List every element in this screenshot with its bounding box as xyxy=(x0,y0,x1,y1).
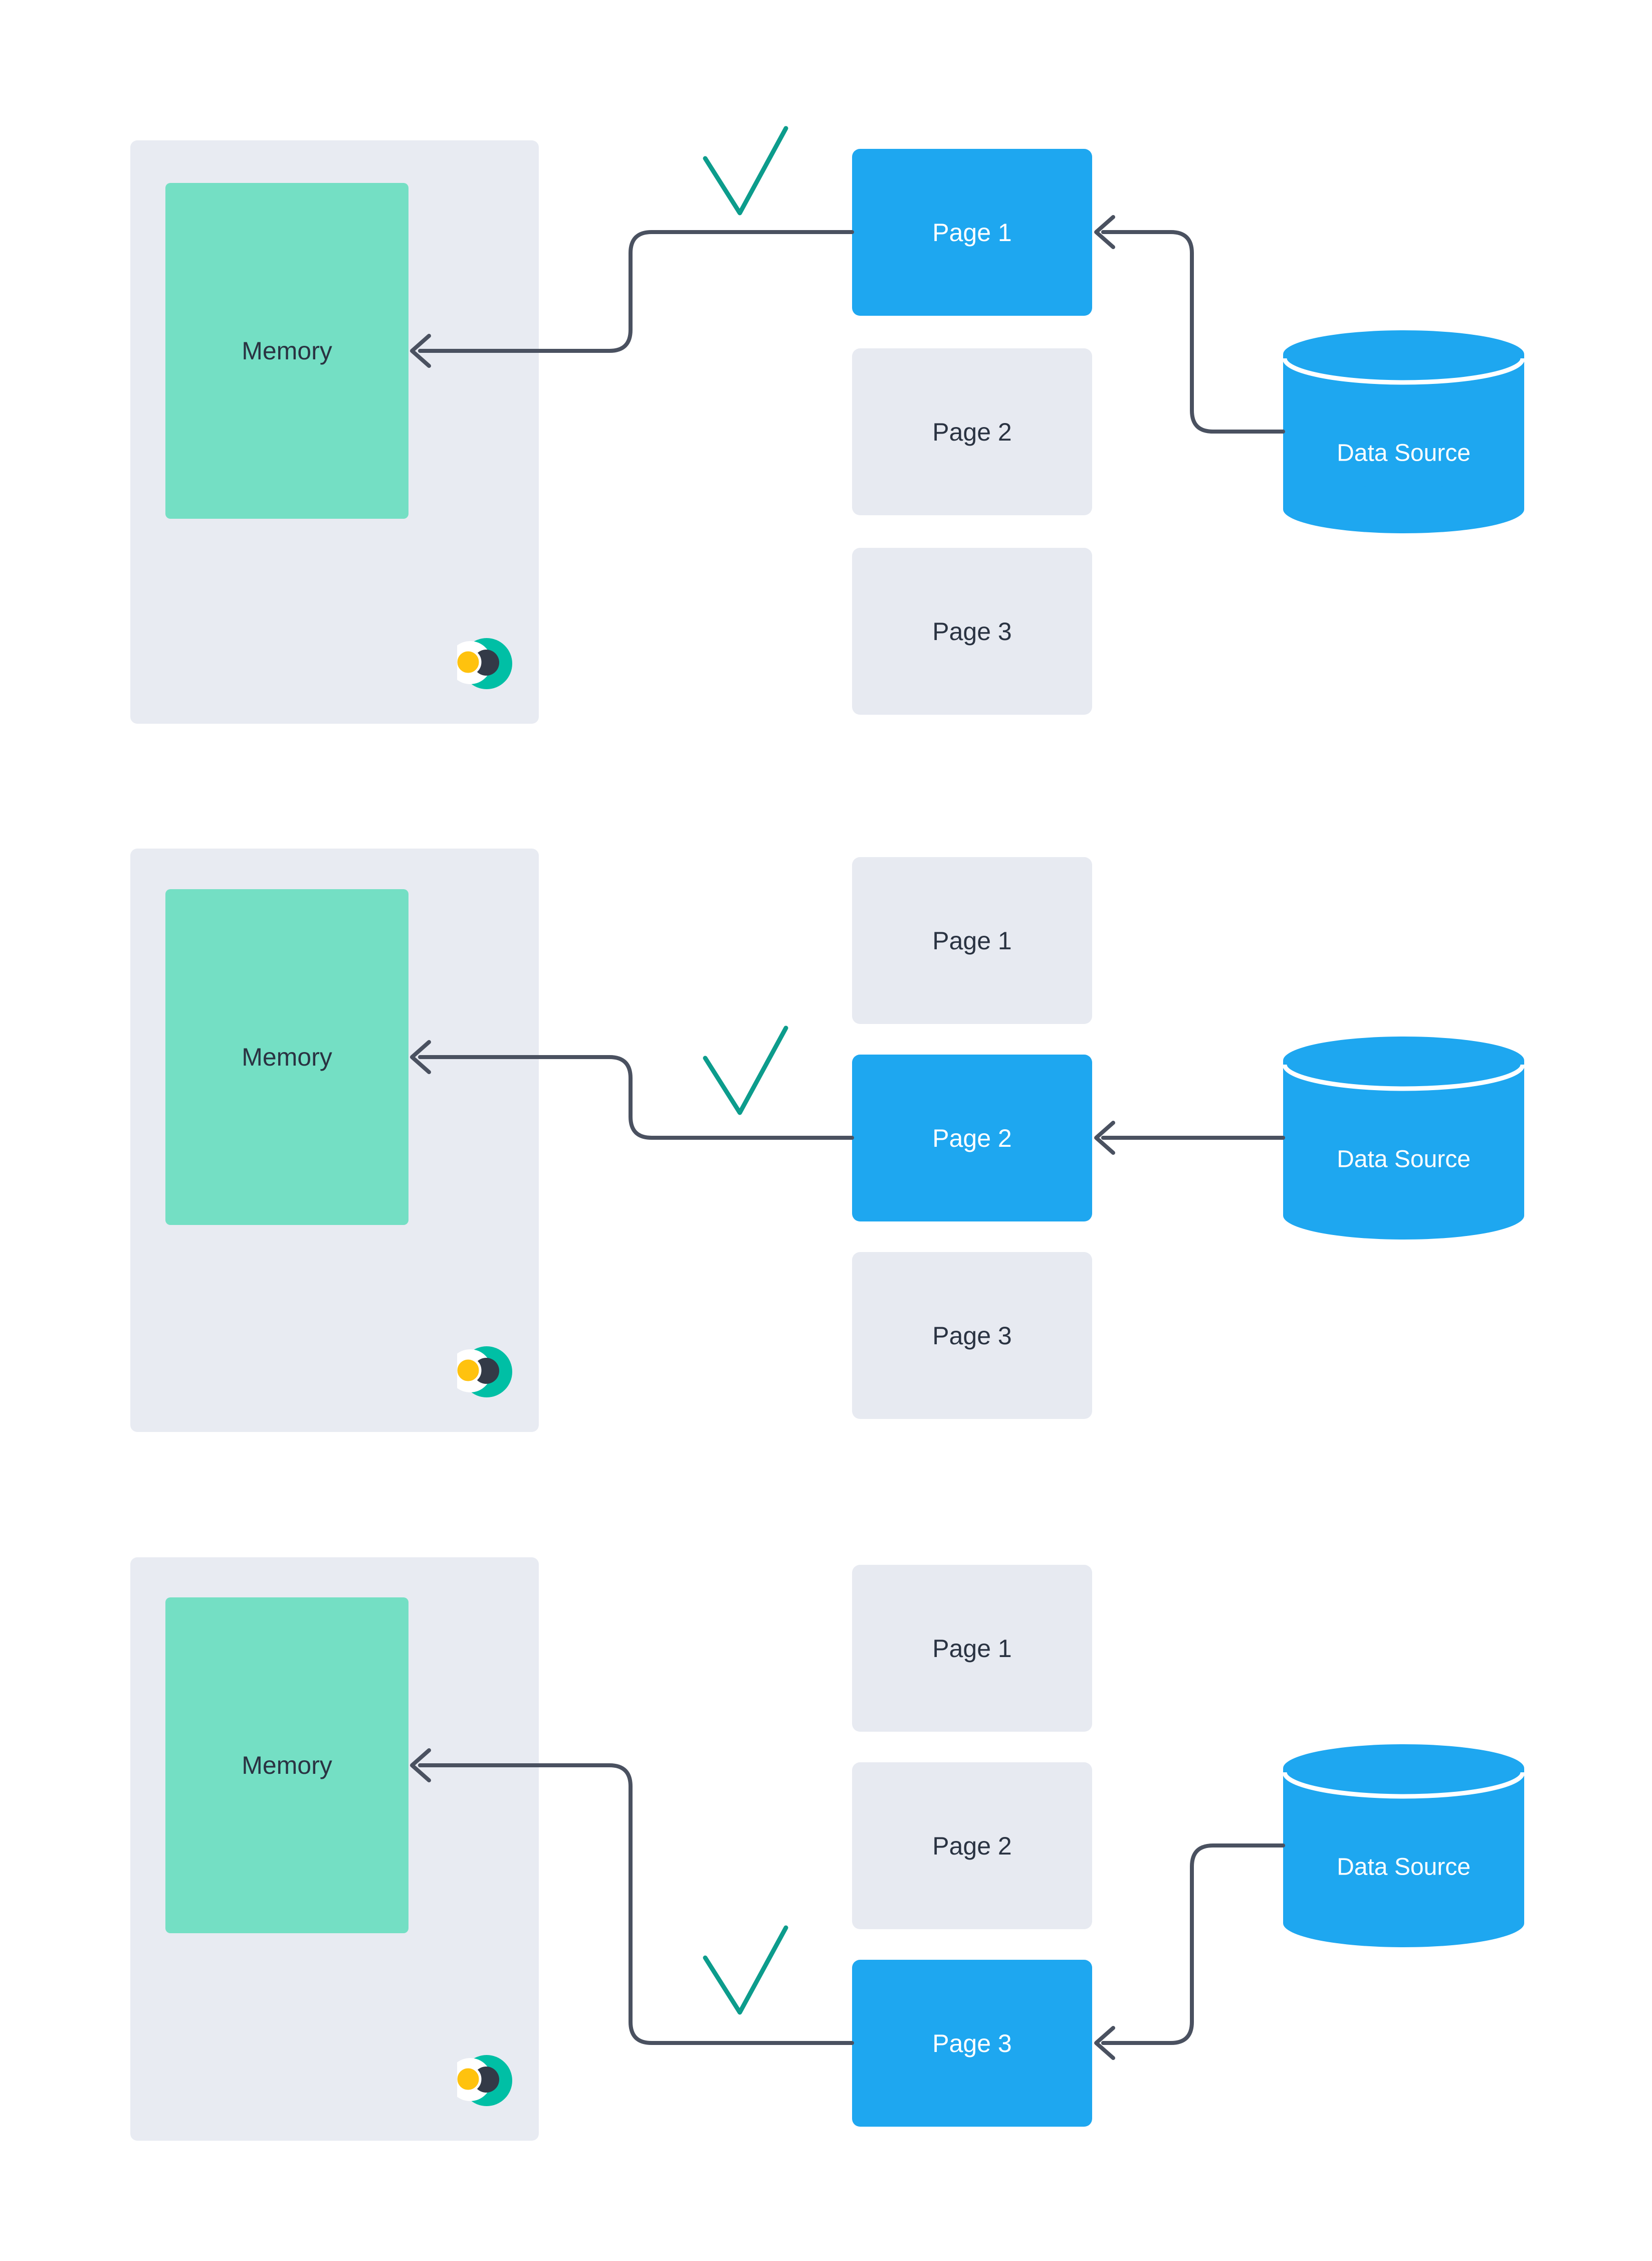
page-box-active: Page 2 xyxy=(852,1055,1092,1221)
page-box-active: Page 3 xyxy=(852,1960,1092,2127)
datasource-label: Data Source xyxy=(1337,1146,1471,1173)
memory-label: Memory xyxy=(242,1751,332,1779)
checkmark-icon xyxy=(703,1925,788,2015)
page-box: Page 2 xyxy=(852,348,1092,515)
arrow-datasource-to-page xyxy=(1101,1843,1285,2045)
database-icon xyxy=(1283,330,1524,533)
memory-label: Memory xyxy=(242,1043,332,1071)
datasource-cylinder: Data Source xyxy=(1283,330,1524,533)
arrowhead-icon xyxy=(1094,215,1115,249)
checkmark-icon xyxy=(703,126,788,216)
datasource-cylinder: Data Source xyxy=(1283,1037,1524,1240)
page-box: Page 1 xyxy=(852,1565,1092,1732)
memory-box: Memory xyxy=(165,1597,408,1933)
arrow-datasource-to-page xyxy=(1101,230,1285,434)
page-box-active: Page 1 xyxy=(852,149,1092,316)
page-label: Page 3 xyxy=(932,2029,1012,2058)
page-label: Page 1 xyxy=(932,926,1012,955)
page-box: Page 2 xyxy=(852,1762,1092,1929)
memory-box: Memory xyxy=(165,889,408,1225)
database-icon xyxy=(1283,1744,1524,1947)
page-box: Page 3 xyxy=(852,548,1092,715)
crescent-logo-icon xyxy=(457,2055,512,2106)
datasource-label: Data Source xyxy=(1337,440,1471,467)
arrowhead-icon xyxy=(1094,2026,1115,2060)
page-box: Page 1 xyxy=(852,857,1092,1024)
datasource-label: Data Source xyxy=(1337,1854,1471,1881)
page-label: Page 3 xyxy=(932,1321,1012,1350)
database-icon xyxy=(1283,1037,1524,1240)
checkmark-icon xyxy=(703,1025,788,1115)
page-label: Page 2 xyxy=(932,418,1012,446)
memory-label: Memory xyxy=(242,337,332,365)
crescent-logo-icon xyxy=(457,1346,512,1397)
page-label: Page 2 xyxy=(932,1124,1012,1152)
page-label: Page 1 xyxy=(932,1634,1012,1663)
page-label: Page 2 xyxy=(932,1831,1012,1860)
page-label: Page 1 xyxy=(932,218,1012,247)
crescent-logo-icon xyxy=(457,638,512,689)
arrowhead-icon xyxy=(1094,1121,1115,1155)
page-box: Page 3 xyxy=(852,1252,1092,1419)
memory-box: Memory xyxy=(165,183,408,519)
datasource-cylinder: Data Source xyxy=(1283,1744,1524,1947)
page-label: Page 3 xyxy=(932,617,1012,646)
